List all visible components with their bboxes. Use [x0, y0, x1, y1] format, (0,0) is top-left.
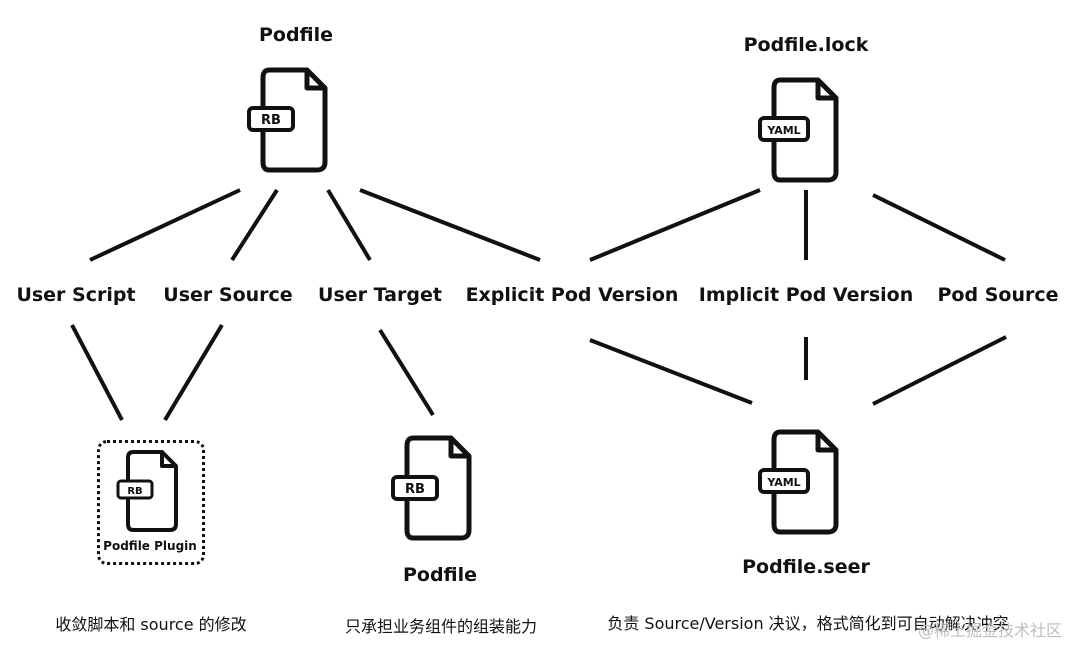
- podfile-plugin-icon: RB: [116, 450, 178, 532]
- node-implicit-pod-version: Implicit Pod Version: [698, 284, 914, 306]
- watermark-text: @稀土掘金技术社区: [917, 621, 1062, 640]
- podfile-top-icon: RB: [247, 70, 325, 170]
- podfile-seer-icon: YAML: [758, 432, 836, 532]
- podfile-caption: 只承担业务组件的组装能力: [344, 617, 538, 636]
- plugin-caption: 收敛脚本和 source 的修改: [55, 615, 247, 634]
- podfile-top-title: Podfile: [258, 24, 334, 46]
- node-pod-source: Pod Source: [937, 284, 1059, 306]
- line-user-target-podfile: [378, 328, 435, 417]
- podfile-seer-badge: YAML: [766, 476, 800, 489]
- node-user-source: User Source: [163, 284, 293, 306]
- podfile-lock-badge: YAML: [766, 124, 800, 137]
- line-podfile-user-source: [230, 188, 279, 262]
- podfile-plugin-boundary: [97, 440, 205, 565]
- podfile-plugin-badge: RB: [127, 486, 142, 497]
- podfile-bottom-title: Podfile: [402, 564, 478, 586]
- podfile-top-badge: RB: [261, 113, 281, 128]
- podfile-lock-icon: YAML: [758, 80, 836, 180]
- line-user-source-plugin: [163, 323, 224, 422]
- line-lock-pod-source: [872, 193, 1006, 262]
- podfile-lock-title: Podfile.lock: [743, 34, 869, 56]
- line-pod-source-seer: [872, 335, 1007, 406]
- line-lock-explicit-pod-version: [589, 188, 761, 262]
- podfile-bottom-icon: RB: [391, 438, 469, 538]
- seer-caption: 负责 Source/Version 决议，格式简化到可自动解决冲突: [607, 614, 1009, 633]
- line-podfile-user-target: [326, 188, 372, 262]
- line-explicit-pod-version-seer: [589, 338, 753, 405]
- line-podfile-user-script: [89, 188, 241, 262]
- podfile-bottom-badge: RB: [405, 482, 425, 497]
- node-user-target: User Target: [318, 284, 442, 306]
- connector-lines: [70, 188, 1007, 422]
- node-explicit-pod-version: Explicit Pod Version: [465, 284, 679, 306]
- podfile-plugin-title: Podfile Plugin: [103, 539, 197, 553]
- podfile-seer-title: Podfile.seer: [742, 556, 870, 578]
- node-user-script: User Script: [16, 284, 136, 306]
- line-podfile-explicit-pod-version: [359, 188, 541, 262]
- line-user-script-plugin: [70, 324, 124, 421]
